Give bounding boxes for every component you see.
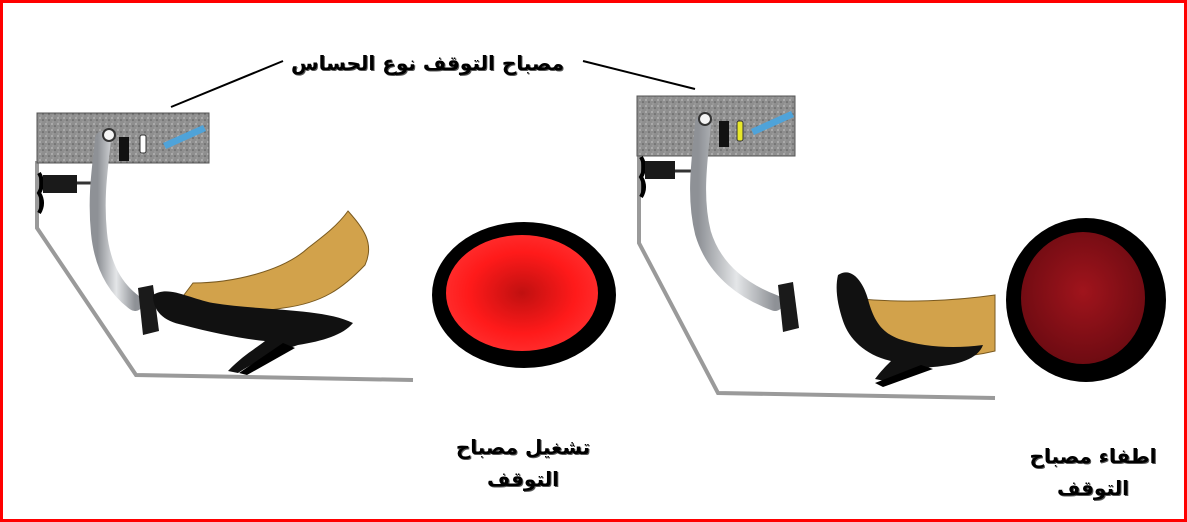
leader-line-left: [171, 61, 283, 107]
caption-lamp-on-line2: التوقف: [438, 463, 608, 495]
diagram-title: مصباح التوقف نوع الحساس: [291, 51, 564, 75]
caption-lamp-on-line1: تشغيل مصباح: [438, 431, 608, 463]
pedal-pad-left: [138, 285, 159, 335]
pedal-pivot-right: [699, 113, 711, 125]
pedal-pad-right: [778, 282, 799, 332]
brake-lamp-on: [432, 222, 616, 368]
caption-lamp-off-line1: اطفاء مصباح: [1023, 440, 1163, 472]
booster-bellows-right: [641, 157, 693, 197]
left-pedal-assembly: [37, 113, 413, 380]
caption-lamp-off-line2: التوقف: [1023, 472, 1163, 504]
pedal-pivot-left: [103, 129, 115, 141]
right-pedal-assembly: [637, 96, 995, 398]
brake-lamp-off: [1006, 218, 1166, 382]
leader-line-right: [583, 61, 695, 89]
switch-contact-right: [737, 121, 743, 141]
foot-left: [178, 211, 369, 313]
caption-lamp-on: تشغيل مصباح التوقف: [438, 431, 608, 495]
switch-body-right: [719, 121, 729, 147]
booster-bellows-left: [39, 173, 95, 213]
caption-lamp-off: اطفاء مصباح التوقف: [1023, 440, 1163, 504]
pedal-arm-left: [98, 139, 135, 303]
switch-body-left: [119, 137, 129, 161]
switch-contact-left: [140, 135, 146, 153]
